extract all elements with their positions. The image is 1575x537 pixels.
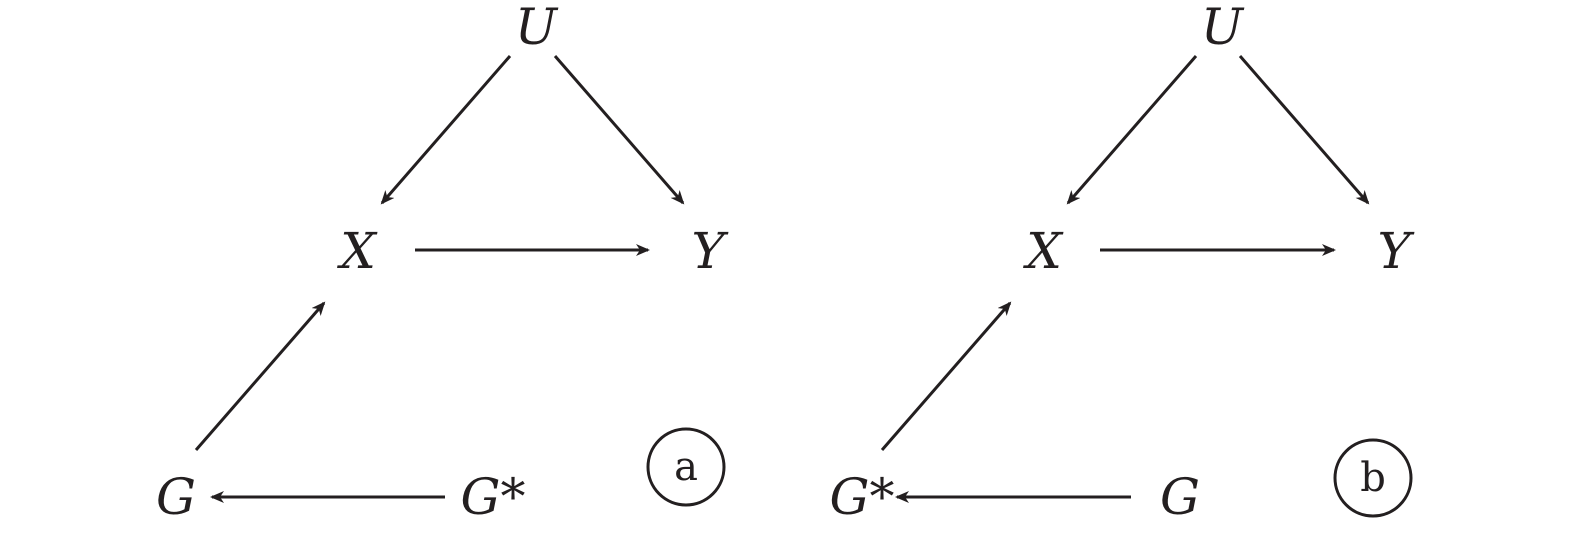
panel-b-badge xyxy=(1333,438,1413,518)
panel-b: U X Y G* G b xyxy=(830,0,1415,526)
node-b-gstar: G* xyxy=(830,468,895,526)
panel-a: U X Y G G* a xyxy=(156,0,728,526)
edge-a-u-to-x xyxy=(380,55,512,205)
edge-b-u-to-x xyxy=(1066,55,1198,205)
panel-b-label: b xyxy=(1360,455,1386,501)
node-a-y: Y xyxy=(691,222,728,280)
node-b-y: Y xyxy=(1377,222,1414,280)
edge-b-gstar-to-x xyxy=(880,301,1012,451)
panel-a-badge xyxy=(646,427,726,507)
node-b-u: U xyxy=(1201,0,1245,56)
edge-a-g-to-x xyxy=(194,301,326,451)
edge-b-u-to-y xyxy=(1238,55,1370,205)
edge-a-u-to-y xyxy=(553,55,685,205)
node-b-x: X xyxy=(1022,222,1064,280)
node-a-u: U xyxy=(515,0,559,56)
node-a-x: X xyxy=(336,222,378,280)
node-a-gstar: G* xyxy=(461,468,526,526)
node-a-g: G xyxy=(156,468,196,526)
panel-a-label: a xyxy=(674,444,698,490)
node-b-g: G xyxy=(1160,468,1200,526)
